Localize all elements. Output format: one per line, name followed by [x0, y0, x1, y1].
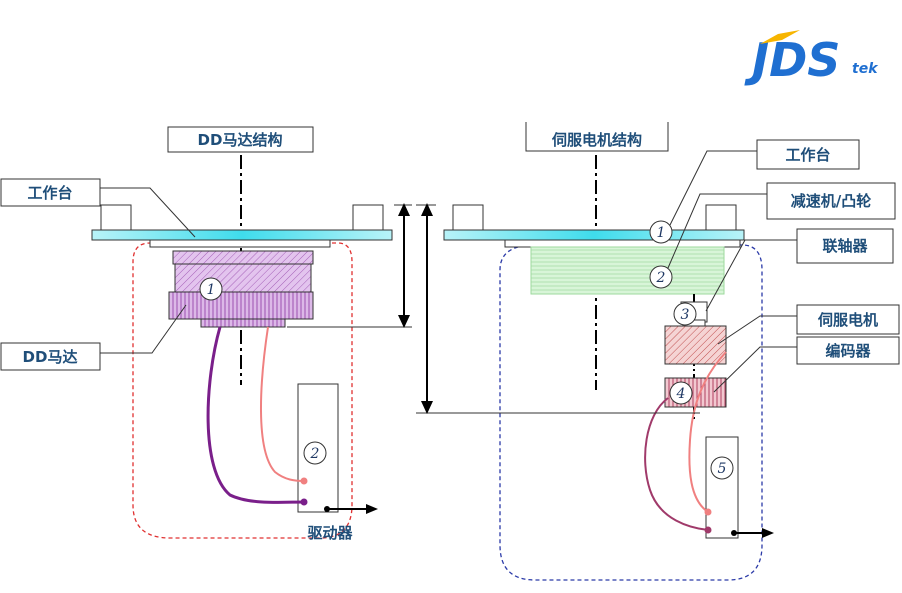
left-dim-arrow-up-icon [398, 203, 410, 216]
right-worktable [443, 229, 745, 241]
right-power-wire [644, 397, 709, 531]
right-power-terminal [704, 526, 712, 534]
reducer-leader [667, 193, 767, 269]
left-worktable [91, 229, 393, 241]
right-output-arrow-icon [762, 528, 774, 538]
left-driver-label: 驱动器 [307, 524, 353, 542]
dd-motor-base [200, 318, 286, 328]
right-worktable-label: 工作台 [785, 146, 830, 164]
right-clamp-left [452, 204, 484, 231]
right-driver-box [705, 436, 739, 539]
right-marker-2 [649, 265, 673, 289]
left-worktable-label-box [0, 178, 101, 207]
left-clamp-left [100, 204, 132, 231]
dd-motor-upper-body [174, 263, 312, 293]
logo-suffix: tek [852, 61, 879, 77]
left-worktable-leader [100, 187, 196, 238]
left-dim-arrow-down-icon [398, 315, 410, 328]
encoder-leader [713, 346, 797, 393]
left-marker-2 [303, 441, 327, 465]
coupling-label: 联轴器 [822, 237, 868, 255]
servo-label: 伺服电机 [817, 311, 878, 329]
right-worktable-leader [669, 150, 757, 226]
servo-motor-structure: 伺服电机结构 1 2 3 4 5 [416, 122, 900, 581]
right-table-flange [504, 239, 741, 248]
encoder-label: 编码器 [825, 342, 871, 360]
right-marker-4-label: 4 [676, 386, 686, 402]
servo-motor-body [664, 325, 727, 365]
encoder-label-box [796, 336, 900, 365]
left-table-flange [149, 239, 331, 248]
servo-label-box [796, 304, 900, 335]
left-marker-1-label: 1 [207, 282, 216, 298]
dd-motor-stator [168, 291, 314, 320]
logo-swoosh-icon [760, 30, 800, 44]
left-marker-2-label: 2 [310, 446, 320, 462]
logo-brand: JDS [744, 33, 840, 87]
left-output-arrow-icon [366, 504, 378, 514]
right-title: 伺服电机结构 [551, 131, 642, 149]
right-marker-2-label: 2 [656, 270, 666, 286]
right-servo-boundary [499, 244, 763, 581]
reducer-label: 减速机/凸轮 [791, 192, 871, 210]
right-marker-3-label: 3 [681, 307, 690, 323]
right-encoder-wire [688, 351, 727, 513]
dd-motor-label-box [0, 342, 101, 371]
right-marker-3 [673, 302, 697, 326]
left-encoder-wire [260, 326, 305, 482]
coupling-label-box [796, 228, 894, 264]
left-marker-1 [199, 277, 223, 301]
right-worktable-label-box [756, 139, 860, 170]
right-encoder-terminal [704, 508, 712, 516]
dd-motor-leader [100, 304, 187, 354]
dd-motor-top-ring [172, 250, 314, 265]
left-power-terminal [300, 498, 308, 506]
servo-leader [717, 315, 797, 345]
left-dd-boundary [132, 242, 353, 539]
right-title-box [525, 122, 669, 152]
right-marker-5 [710, 456, 734, 480]
dd-motor-label: DD马达 [23, 348, 78, 366]
dd-motor-structure: DD马达结构 1 2 驱动器 工作台 [0, 126, 412, 542]
left-title-box [167, 126, 314, 153]
left-title: DD马达结构 [198, 131, 283, 149]
reducer-cam [530, 246, 725, 295]
reducer-label-box [766, 182, 896, 220]
left-power-wire [206, 326, 305, 504]
coupling-leader [705, 239, 797, 312]
left-worktable-label: 工作台 [27, 184, 72, 202]
right-marker-5-label: 5 [718, 461, 727, 477]
right-marker-1-label: 1 [657, 225, 666, 241]
right-dim-arrow-up-icon [421, 203, 433, 216]
right-marker-4 [669, 381, 693, 405]
jds-logo: JDS tek [744, 30, 879, 87]
right-clamp-right [705, 204, 737, 231]
right-dim-arrow-down-icon [421, 401, 433, 414]
left-encoder-terminal [300, 477, 308, 485]
left-clamp-right [352, 204, 384, 231]
right-marker-1 [649, 220, 673, 244]
